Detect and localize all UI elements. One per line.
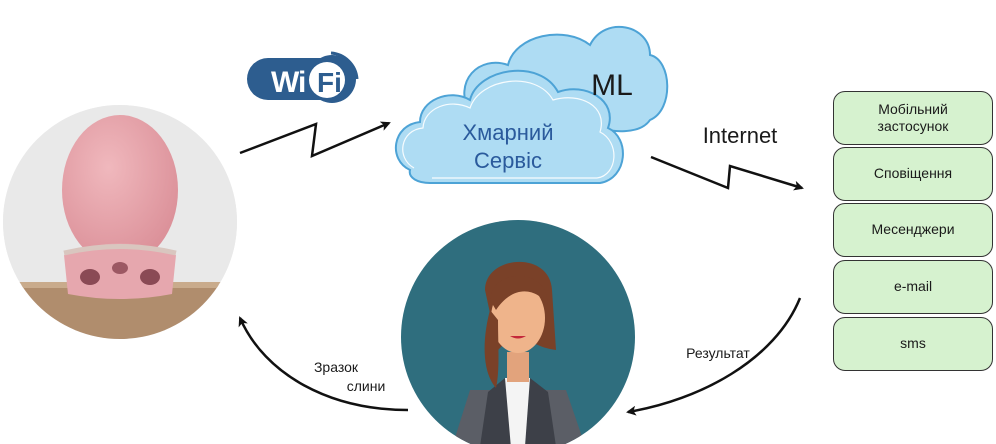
svg-text:Fi: Fi xyxy=(317,67,342,98)
output-box-sms: sms xyxy=(833,317,993,371)
cloud-service-label-line1: Хмарний xyxy=(463,120,554,145)
result-label: Результат xyxy=(686,345,750,361)
wifi-logo: W i Fi xyxy=(247,51,359,103)
cloud-service-label-line2: Сервіс xyxy=(474,148,542,173)
output-box-mobile-app: Мобільний застосунок xyxy=(833,91,993,145)
output-box-email: e-mail xyxy=(833,260,993,314)
cloud-service xyxy=(394,69,624,184)
internet-label: Internet xyxy=(703,123,778,148)
result-arrow xyxy=(626,297,802,416)
person-avatar xyxy=(401,220,635,444)
cloud-ml-label: ML xyxy=(591,69,633,102)
sample-label-line1: Зразок xyxy=(314,359,359,375)
internet-link-arrow xyxy=(650,155,804,191)
sample-arrow xyxy=(238,316,409,412)
sample-label-line2: слини xyxy=(347,378,386,394)
output-box-notifications: Сповіщення xyxy=(833,147,993,201)
wifi-link-arrow xyxy=(239,121,391,159)
wifi-logo-text: W xyxy=(271,66,300,99)
output-box-messengers: Месенджери xyxy=(833,203,993,257)
svg-text:i: i xyxy=(298,66,306,99)
device-photo xyxy=(3,105,237,339)
